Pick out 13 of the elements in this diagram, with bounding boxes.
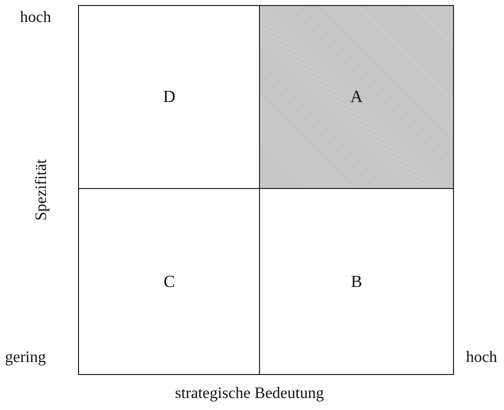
matrix-quadrant	[259, 188, 454, 375]
axis-tick-label: hoch	[20, 9, 52, 27]
quadrant-letter: C	[164, 272, 175, 292]
matrix-quadrant	[78, 188, 260, 375]
axis-tick-label: gering	[5, 349, 46, 367]
axis-title: Spezifität	[33, 159, 51, 221]
quadrant-letter: B	[350, 272, 362, 292]
quadrant-letter: D	[163, 87, 176, 108]
axis-title: strategische Bedeutung	[175, 385, 324, 403]
matrix-quadrant	[259, 5, 454, 190]
matrix-quadrant	[78, 5, 260, 190]
quadrant-letter: A	[350, 87, 363, 108]
axis-tick-label: hoch	[466, 349, 498, 367]
